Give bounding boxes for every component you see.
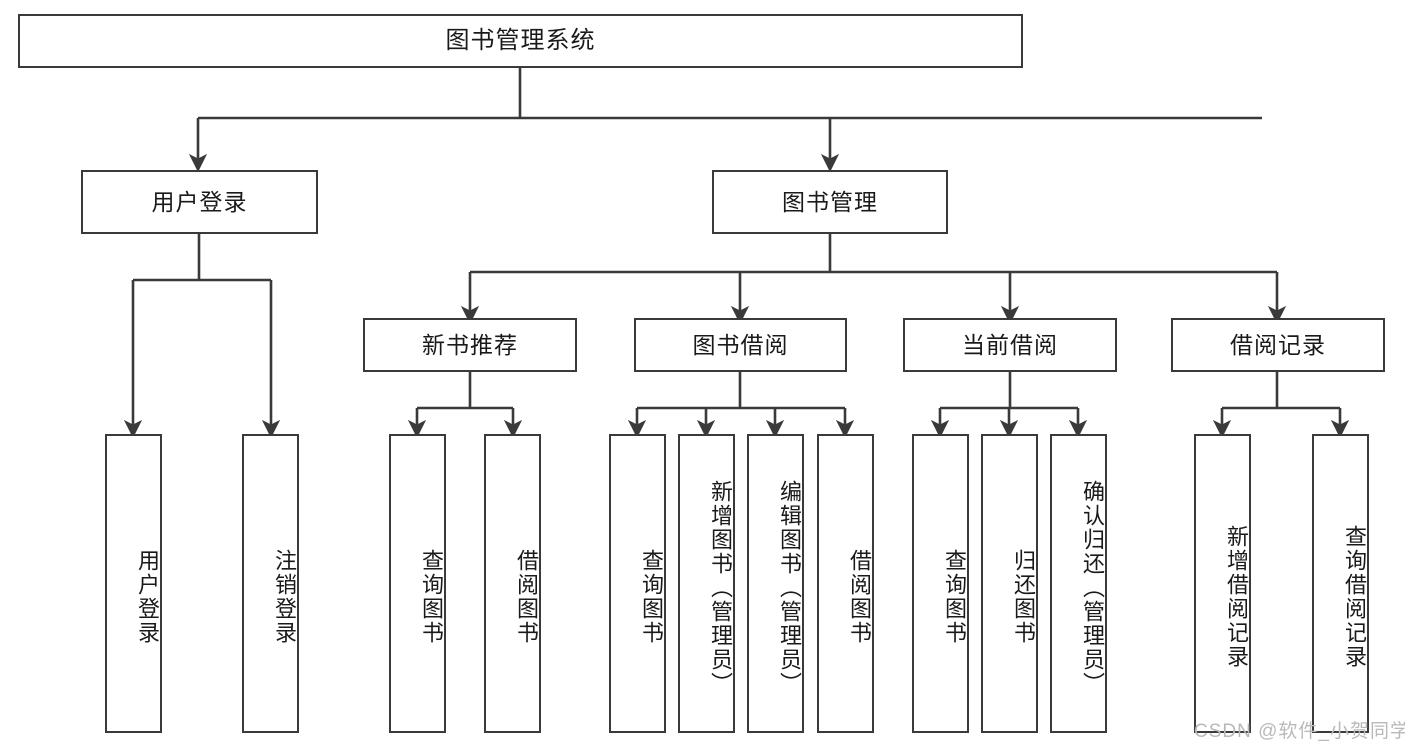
node-leaf-user-logout[interactable]: 注销登录 bbox=[242, 434, 299, 733]
node-leaf-add-borrow-record[interactable]: 新增借阅记录 bbox=[1194, 434, 1251, 733]
node-label: 确认归还（管理员） bbox=[1080, 479, 1105, 696]
node-leaf-query-borrow-record[interactable]: 查询借阅记录 bbox=[1312, 434, 1369, 733]
node-label: 当前借阅 bbox=[962, 331, 1058, 358]
node-book-manage[interactable]: 图书管理 bbox=[712, 170, 948, 234]
node-label: 注销登录 bbox=[272, 548, 297, 645]
node-label: 查询借阅记录 bbox=[1342, 524, 1367, 669]
node-user-login[interactable]: 用户登录 bbox=[81, 170, 318, 234]
node-label: 图书管理系统 bbox=[445, 27, 596, 55]
node-leaf-borrow-book-borrow[interactable]: 借阅图书 bbox=[817, 434, 874, 733]
node-leaf-query-book-recommend[interactable]: 查询图书 bbox=[389, 434, 446, 733]
node-leaf-query-book-borrow[interactable]: 查询图书 bbox=[609, 434, 666, 733]
node-leaf-borrow-book-recommend[interactable]: 借阅图书 bbox=[484, 434, 541, 733]
node-label: 图书管理 bbox=[782, 188, 878, 215]
node-label: 借阅图书 bbox=[514, 548, 539, 645]
node-label: 新增图书（管理员） bbox=[708, 479, 733, 696]
node-label: 查询图书 bbox=[639, 548, 664, 645]
node-label: 新增借阅记录 bbox=[1224, 524, 1249, 669]
node-label: 借阅图书 bbox=[847, 548, 872, 645]
node-borrow-record[interactable]: 借阅记录 bbox=[1171, 318, 1385, 372]
node-label: 图书借阅 bbox=[692, 331, 789, 358]
node-label: 用户登录 bbox=[151, 188, 248, 215]
watermark-text: CSDN @软件_小贺同学 bbox=[1194, 721, 1405, 742]
node-new-book-recommend[interactable]: 新书推荐 bbox=[363, 318, 577, 372]
node-label: 用户登录 bbox=[135, 548, 160, 645]
node-current-borrow[interactable]: 当前借阅 bbox=[903, 318, 1117, 372]
node-label: 查询图书 bbox=[419, 548, 444, 645]
node-leaf-confirm-return-admin[interactable]: 确认归还（管理员） bbox=[1050, 434, 1107, 733]
node-label: 借阅记录 bbox=[1230, 331, 1326, 358]
node-book-borrow[interactable]: 图书借阅 bbox=[634, 318, 847, 372]
node-leaf-add-book-admin[interactable]: 新增图书（管理员） bbox=[678, 434, 735, 733]
node-label: 查询图书 bbox=[942, 548, 967, 645]
node-label: 新书推荐 bbox=[422, 331, 518, 358]
node-leaf-return-book[interactable]: 归还图书 bbox=[981, 434, 1038, 733]
node-leaf-user-login[interactable]: 用户登录 bbox=[105, 434, 162, 733]
node-leaf-query-book-current[interactable]: 查询图书 bbox=[912, 434, 969, 733]
node-leaf-edit-book-admin[interactable]: 编辑图书（管理员） bbox=[747, 434, 804, 733]
node-root-book-management-system[interactable]: 图书管理系统 bbox=[18, 14, 1023, 68]
node-label: 归还图书 bbox=[1011, 548, 1036, 645]
node-label: 编辑图书（管理员） bbox=[777, 479, 802, 696]
